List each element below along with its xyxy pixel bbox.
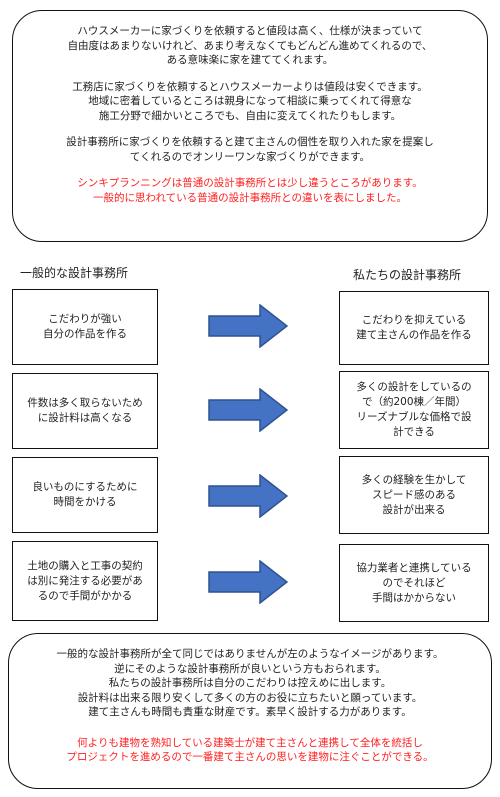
- text-line: 件数は多く取らないため: [27, 397, 143, 409]
- text-line: 良いものにするために: [32, 481, 138, 493]
- text-line: てくれるのでオンリーワンな家づくりができます。: [129, 150, 371, 163]
- text-line: 自分の作品を作る: [43, 328, 127, 340]
- our-office-box-1: こだわりを抑えている 建て主さんの作品を作る: [339, 291, 489, 365]
- text-line: 計できる: [393, 426, 435, 438]
- right-arrow-icon: [208, 474, 288, 518]
- text-line: 協力業者と連携している: [356, 561, 472, 574]
- intro-contractor-paragraph: 工務店に家づくりを依頼するとハウスメーカーよりは値段は安くできます。 地域に密着…: [27, 80, 473, 124]
- intro-design-office-paragraph: 設計事務所に家づくりを依頼すると建て主さんの個性を取り入れた家を提案し てくれる…: [27, 135, 473, 164]
- general-office-box-4: 土地の購入と工事の契約 は別に発注する必要があ るので手間がかかる: [12, 541, 158, 621]
- our-office-box-3: 多くの経験を生かして スピード感のある 設計が出来る: [339, 456, 489, 534]
- text-line: 多くの経験を生かして: [361, 473, 467, 486]
- text-line: 設計事務所に家づくりを依頼すると建て主さんの個性を取り入れた家を提案し: [66, 136, 434, 148]
- intro-highlight-paragraph: シンキプランニングは普通の設計事務所とは少し違うところがあります。 一般的に思わ…: [27, 176, 473, 205]
- text-line: 設計料は出来る限り安くして多くの方のお役に立ちたいと願っています。: [77, 691, 423, 704]
- text-line: 施工分野で細かいところでも、自由に変えてくれたりもします。: [98, 109, 402, 122]
- text-line: シンキプランニングは普通の設計事務所とは少し違うところがあります。: [77, 177, 423, 189]
- text-line: 建て主さんも時間も貴重な財産です。素早く設計する力があります。: [88, 706, 412, 718]
- text-line: 設計が出来る: [382, 503, 446, 516]
- general-office-box-2: 件数は多く取らないため に設計料は高くなる: [12, 373, 158, 449]
- text-line: 多くの設計をしているの: [356, 381, 472, 393]
- text-line: は別に発注する必要があ: [27, 574, 143, 587]
- text-line: 一般的に思われている普通の設計事務所との違いを表にしました。: [92, 191, 408, 204]
- text-line: 時間をかける: [53, 496, 117, 508]
- text-line: 工務店に家づくりを依頼するとハウスメーカーよりは値段は安くできます。: [72, 80, 428, 93]
- text-line: ハウスメーカーに家づくりを依頼すると値段は高く、仕様が決まっていて: [77, 25, 423, 37]
- text-line: 建て主さんの作品を作る: [356, 329, 472, 341]
- text-line: のでそれほど: [382, 576, 446, 589]
- text-line: 地域に密着しているところは親身になって相談に乗ってくれて得意な: [88, 95, 412, 107]
- right-arrow-icon: [208, 560, 288, 604]
- text-line: プロジェクトを進めるので一番建て主さんの思いを建物に注ぐことができる。: [66, 751, 434, 763]
- summary-paragraph: 一般的な設計事務所が全て同じではありませんが左のようなイメージがあります。 逆に…: [23, 647, 477, 720]
- text-line: こだわりを抑えている: [361, 314, 467, 326]
- our-office-box-2: 多くの設計をしているの で（約200棟／年間） リーズナブルな価格で設 計できる: [339, 371, 489, 449]
- text-line: 自由度はあまりないけれど、あまり考えなくてもどんどん進めてくれるので、: [67, 39, 433, 52]
- summary-highlight-paragraph: 何よりも建物を熟知している建築士が建て主さんと連携して全体を統括し プロジェクト…: [23, 736, 477, 765]
- general-office-column-title: 一般的な設計事務所: [20, 266, 129, 280]
- text-line: 土地の購入と工事の契約: [27, 559, 143, 572]
- text-line: 私たちの設計事務所は自分のこだわりは控えめに出します。: [108, 677, 392, 689]
- summary-speech-bubble: 一般的な設計事務所が全て同じではありませんが左のようなイメージがあります。 逆に…: [8, 633, 492, 789]
- general-office-box-3: 良いものにするために 時間をかける: [12, 457, 158, 533]
- our-office-box-4: 協力業者と連携している のでそれほど 手間はかからない: [339, 544, 489, 622]
- text-line: リーズナブルな価格で設: [356, 411, 472, 423]
- intro-speech-bubble: ハウスメーカーに家づくりを依頼すると値段は高く、仕様が決まっていて 自由度はあま…: [12, 10, 488, 242]
- intro-house-maker-paragraph: ハウスメーカーに家づくりを依頼すると値段は高く、仕様が決まっていて 自由度はあま…: [27, 24, 473, 68]
- text-line: スピード感のある: [372, 488, 456, 501]
- text-line: に設計料は高くなる: [37, 412, 133, 424]
- text-line: こだわりが強い: [48, 313, 122, 325]
- text-line: で（約200棟／年間）: [361, 396, 467, 408]
- text-line: るので手間がかかる: [37, 589, 133, 602]
- text-line: ある意味楽に家を建ててくれます。: [166, 54, 334, 66]
- text-line: 逆にそのような設計事務所が良いという方もおられます。: [114, 662, 386, 675]
- text-line: 何よりも建物を熟知している建築士が建て主さんと連携して全体を統括し: [77, 736, 423, 749]
- text-line: 一般的な設計事務所が全て同じではありませんが左のようなイメージがあります。: [56, 648, 444, 660]
- text-line: 手間はかからない: [372, 591, 456, 604]
- our-office-column-title: 私たちの設計事務所: [353, 268, 462, 282]
- right-arrow-icon: [208, 304, 288, 348]
- general-office-box-1: こだわりが強い 自分の作品を作る: [12, 289, 158, 365]
- right-arrow-icon: [208, 388, 288, 432]
